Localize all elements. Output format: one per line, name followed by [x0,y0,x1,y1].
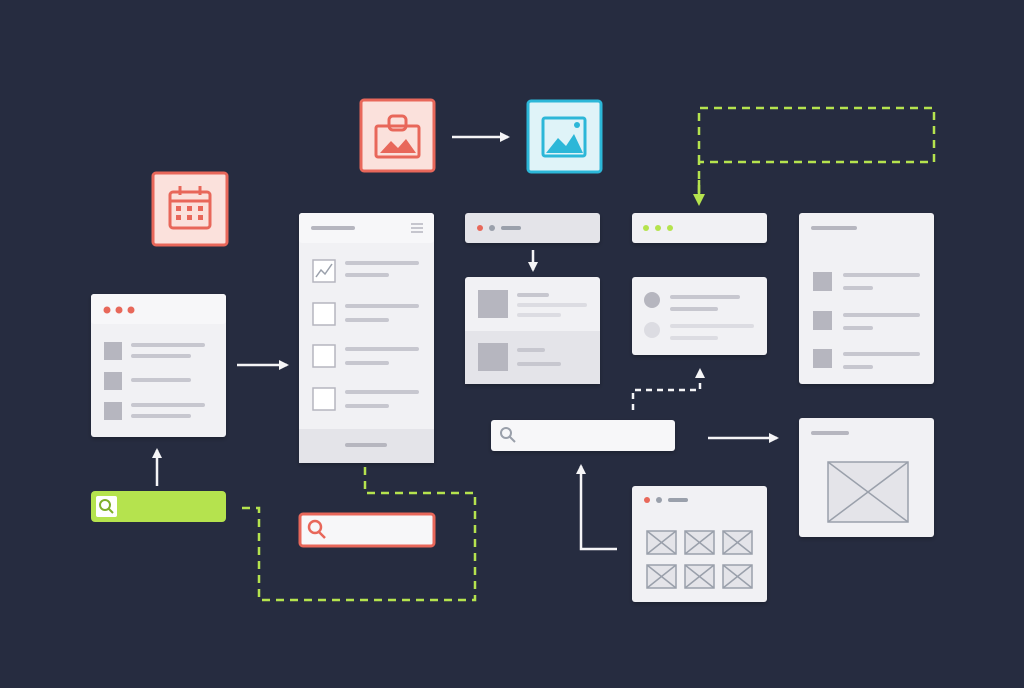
image-placeholder-icon [827,461,909,523]
image-placeholder-icon [646,564,677,589]
user-profile-icon-tile [359,98,436,173]
image-icon-tile [526,99,603,174]
user-profile-icon [374,114,421,159]
image-icon [541,116,587,158]
two-row-list-card [465,277,600,384]
connector-top-loop [693,106,936,206]
window-header-bar-green [632,213,767,243]
profile-list-card [632,277,767,355]
checkbox[interactable] [312,387,336,411]
image-placeholder-icon [722,530,753,555]
green-search-bar[interactable] [91,491,226,522]
image-grid [646,530,753,589]
arrow-dashed-search-to-profile-list [631,368,705,410]
calendar-icon-tile [151,171,229,247]
image-placeholder-icon [646,530,677,555]
chart-icon [312,259,336,283]
checkbox[interactable] [312,302,336,326]
search-icon [307,519,326,539]
image-placeholder-icon [722,564,753,589]
menu-icon[interactable] [411,223,423,233]
search-icon [99,499,114,514]
search-input-white[interactable] [491,420,675,451]
image-placeholder-card [799,418,934,537]
list-card-right [799,213,934,384]
arrow-grid-to-search [576,464,617,551]
window-header-bar [465,213,600,243]
checklist-card [299,213,434,463]
checkbox[interactable] [312,344,336,368]
connector-checklist-to-search [238,467,477,602]
search-icon [500,427,516,443]
list-window-card [91,294,226,437]
image-placeholder-icon [684,530,715,555]
calendar-icon [168,186,212,230]
image-placeholder-icon [684,564,715,589]
search-input-red[interactable] [298,512,436,548]
